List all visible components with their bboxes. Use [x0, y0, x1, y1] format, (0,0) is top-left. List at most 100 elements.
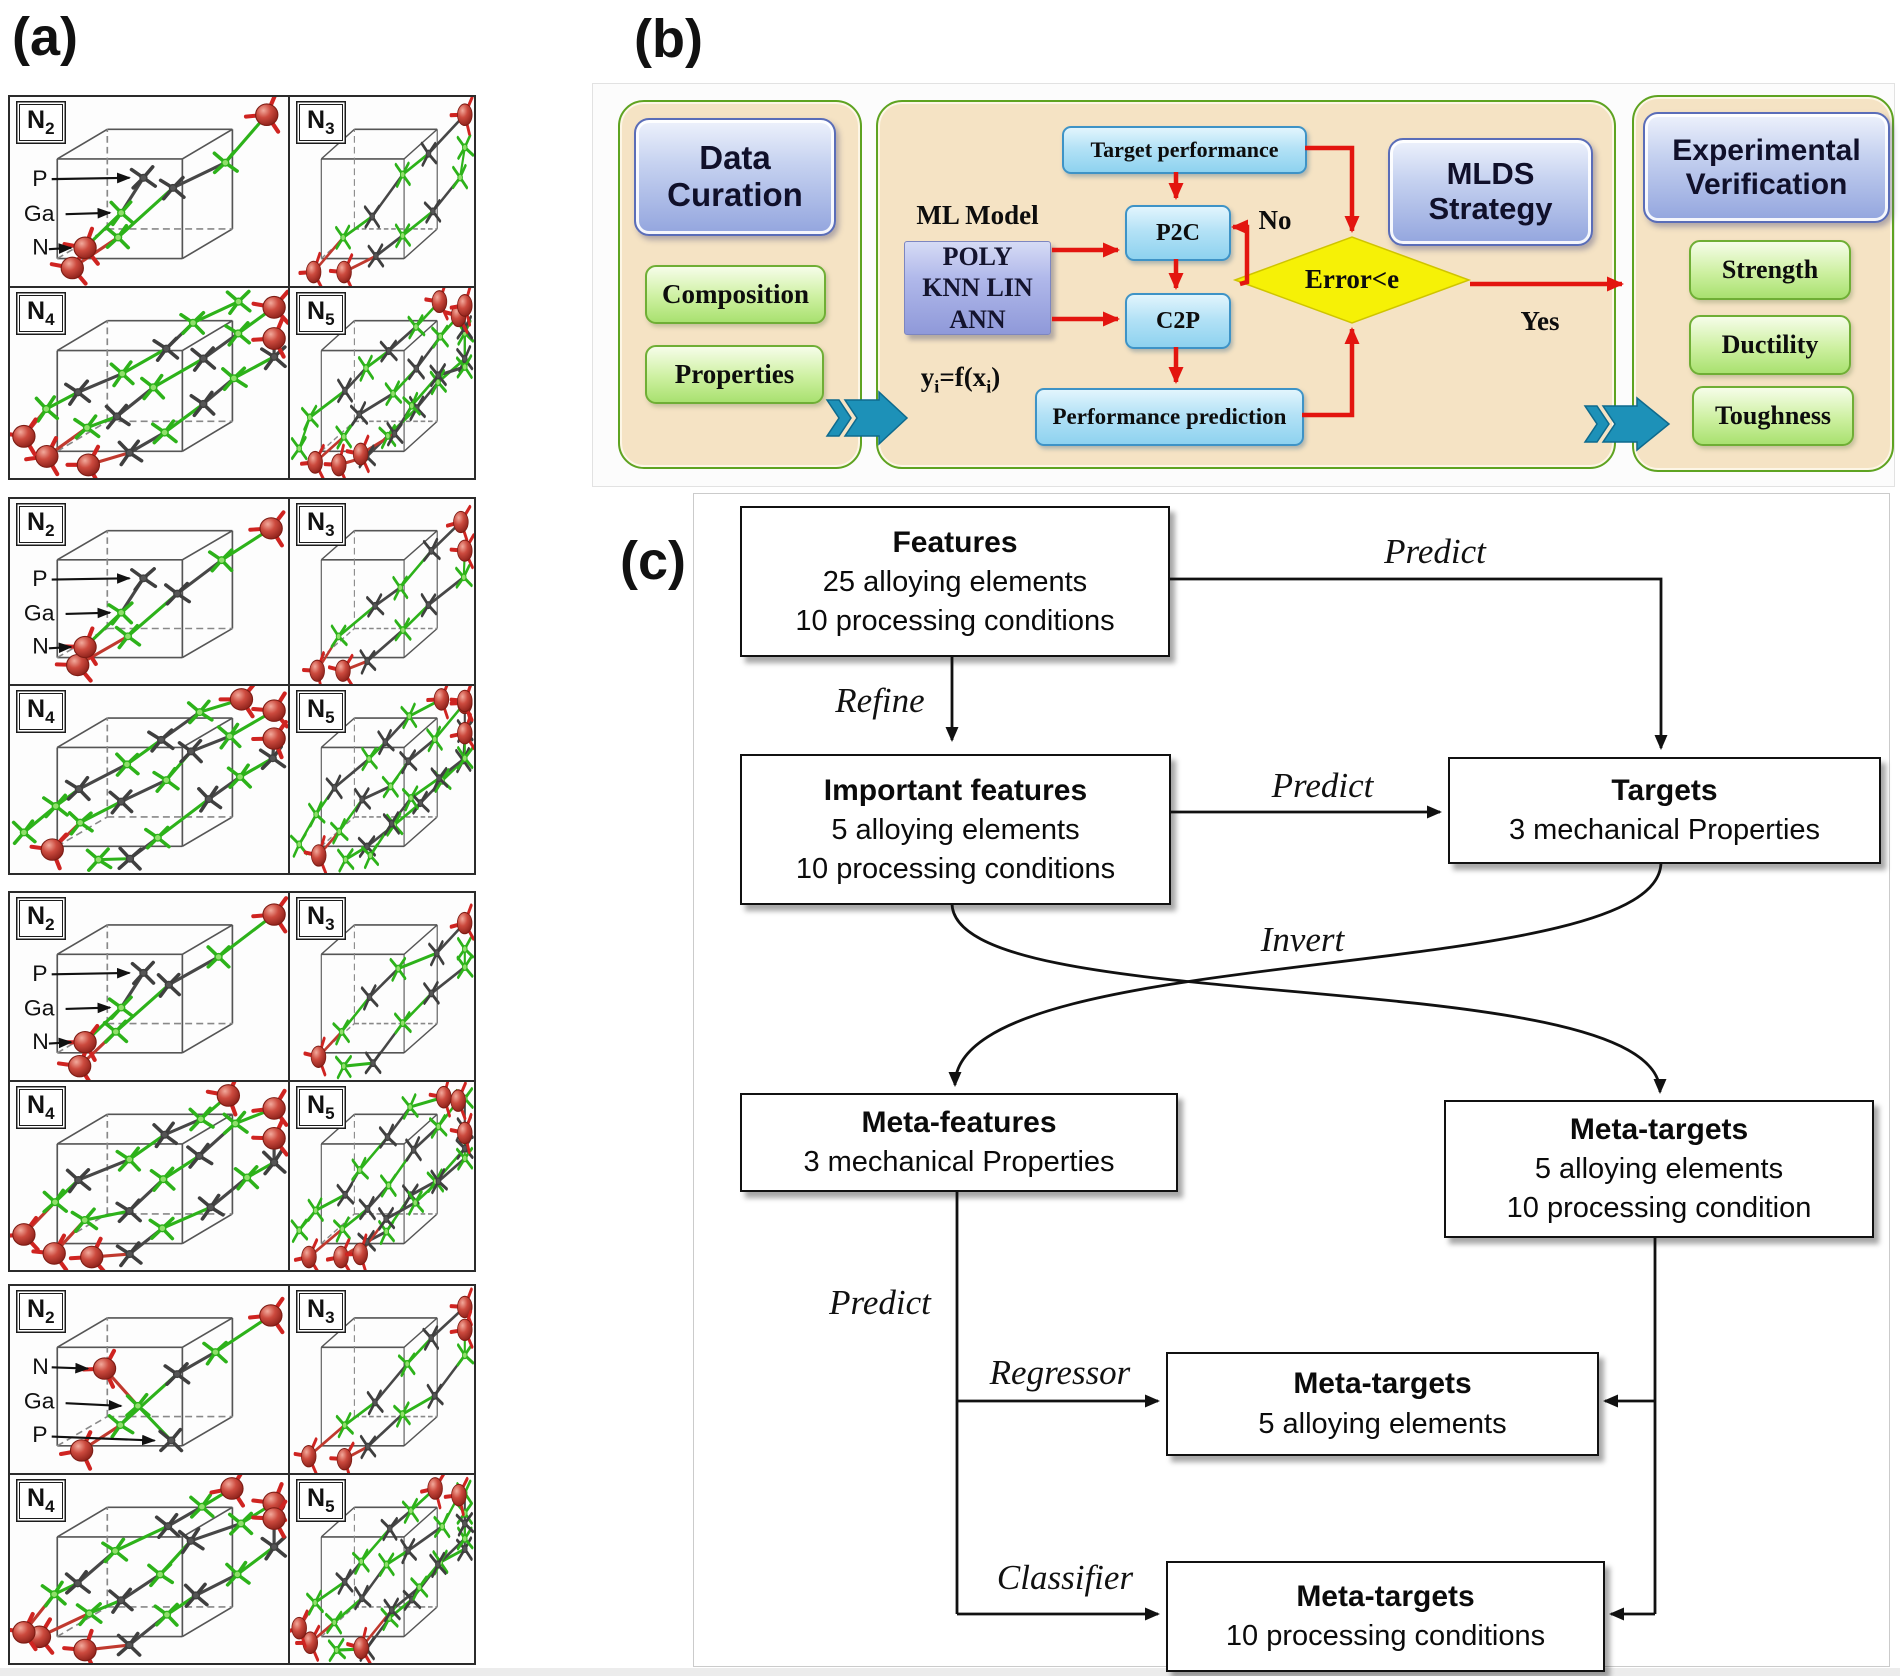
- crystal-structure-drawing: [290, 686, 474, 873]
- bottom-strip: [0, 1668, 1900, 1676]
- important-features-box: Important features 5 alloying elements 1…: [740, 754, 1171, 905]
- cell-label: N4: [19, 294, 63, 332]
- atom-label-text: Ga: [24, 1389, 55, 1413]
- atom-label-text: P: [32, 961, 47, 985]
- meta-targets-title: Meta-targets: [1569, 1113, 1749, 1147]
- crystal-structure-drawing: [290, 1474, 474, 1663]
- yes-label: Yes: [1520, 306, 1560, 336]
- crystal-cell: N4: [10, 287, 290, 478]
- mlds-strategy-box: MLDS Strategy: [1388, 138, 1593, 246]
- crystal-structure-drawing: [290, 287, 474, 478]
- mlds-line2: Strategy: [1428, 191, 1553, 226]
- panel-c-frame: [693, 493, 1890, 1667]
- crystal-structure-drawing: [11, 686, 288, 872]
- atom-label-text: N: [32, 1029, 49, 1053]
- features-line2: 10 processing conditions: [795, 604, 1115, 637]
- cell-label: N5: [299, 693, 343, 731]
- targets-line1: 3 mechanical Properties: [1508, 814, 1821, 847]
- ml-model-line2: KNN LIN: [922, 273, 1033, 303]
- features-line1: 25 alloying elements: [822, 565, 1088, 598]
- atom-label-text: Ga: [24, 201, 55, 226]
- panel-a-label: (a): [12, 7, 78, 67]
- crystal-structure: [10, 288, 288, 478]
- crystal-cell: N5: [290, 686, 474, 873]
- predict-top-label: Predict: [1384, 532, 1486, 571]
- invert-label: Invert: [1260, 920, 1345, 959]
- meta-targets-reg-line1: 5 alloying elements: [1258, 1407, 1507, 1440]
- crystal-structure: [290, 1474, 474, 1663]
- regressor-label: Regressor: [989, 1353, 1131, 1392]
- verification-line1: Experimental: [1672, 133, 1861, 167]
- crystal-structure-drawing: [302, 504, 474, 684]
- decision-diamond-label: Error<e: [1304, 264, 1400, 294]
- data-curation-title: Data Curation: [634, 118, 836, 236]
- features-title: Features: [892, 525, 1018, 559]
- cell-label: N3: [299, 1293, 343, 1331]
- crystal-structure: [10, 1474, 288, 1663]
- ductility-box: Ductility: [1689, 315, 1851, 375]
- p2c-box: P2C: [1125, 205, 1231, 261]
- meta-targets-line1: 5 alloying elements: [1534, 1153, 1784, 1186]
- atom-label-text: N: [32, 1354, 49, 1378]
- crystal-cell: N5: [290, 1474, 474, 1663]
- cell-label: N2: [19, 104, 63, 142]
- performance-prediction-box: Performance prediction: [1035, 388, 1304, 446]
- crystal-structure-drawing: [290, 1081, 474, 1270]
- panel-c-label: (c): [620, 531, 686, 591]
- data-curation-line1: Data: [699, 139, 771, 177]
- important-features-title: Important features: [823, 773, 1088, 807]
- cell-label: N5: [299, 1481, 343, 1519]
- meta-targets-cls-line1: 10 processing conditions: [1225, 1620, 1546, 1653]
- target-performance-box: Target performance: [1062, 126, 1307, 174]
- crystal-structure: [10, 686, 288, 873]
- predict-left-label: Predict: [829, 1283, 931, 1322]
- crystal-cell: N5: [290, 1081, 474, 1270]
- important-features-line2: 10 processing conditions: [795, 852, 1116, 885]
- ml-model-caption: ML Model: [916, 200, 1039, 230]
- meta-targets-regressor-box: Meta-targets 5 alloying elements: [1166, 1352, 1599, 1456]
- ml-model-line1: POLY: [942, 242, 1013, 272]
- properties-box: Properties: [645, 345, 824, 404]
- crystal-structure-drawing: [10, 289, 288, 478]
- crystal-structure-drawing: [303, 903, 474, 1080]
- crystal-structure-drawing: [298, 97, 474, 286]
- cell-label: N4: [19, 1481, 63, 1519]
- meta-targets-cls-title: Meta-targets: [1296, 1579, 1475, 1613]
- verification-line2: Verification: [1685, 167, 1848, 201]
- toughness-box: Toughness: [1692, 386, 1854, 446]
- cell-label: N3: [299, 104, 343, 142]
- meta-features-title: Meta-features: [861, 1105, 1057, 1139]
- experimental-verification-box: Experimental Verification: [1643, 112, 1890, 223]
- crystal-cell: N3: [290, 893, 474, 1082]
- ml-model-box: POLY KNN LIN ANN: [904, 241, 1051, 335]
- crystal-structure-drawing: [10, 1081, 288, 1270]
- crystal-structure: [290, 1286, 474, 1473]
- crystal-structure: [290, 97, 474, 286]
- data-curation-line2: Curation: [667, 176, 803, 213]
- ml-model-line3: ANN: [949, 304, 1006, 334]
- meta-features-line1: 3 mechanical Properties: [803, 1146, 1115, 1179]
- cell-label: N5: [299, 294, 343, 332]
- cell-label: N4: [19, 1088, 63, 1126]
- refine-label: Refine: [835, 681, 925, 720]
- crystal-cell: N4: [10, 1474, 290, 1663]
- cell-label: N4: [19, 693, 63, 731]
- atom-label-text: P: [32, 567, 47, 591]
- meta-targets-box: Meta-targets 5 alloying elements 10 proc…: [1444, 1100, 1874, 1238]
- predict-mid-label: Predict: [1271, 766, 1374, 805]
- meta-features-box: Meta-features 3 mechanical Properties: [740, 1093, 1178, 1192]
- crystal-cell: N4: [10, 1081, 290, 1270]
- cell-label: N5: [299, 1088, 343, 1126]
- crystal-structure-drawing: [10, 1474, 288, 1663]
- meta-targets-reg-title: Meta-targets: [1293, 1367, 1472, 1401]
